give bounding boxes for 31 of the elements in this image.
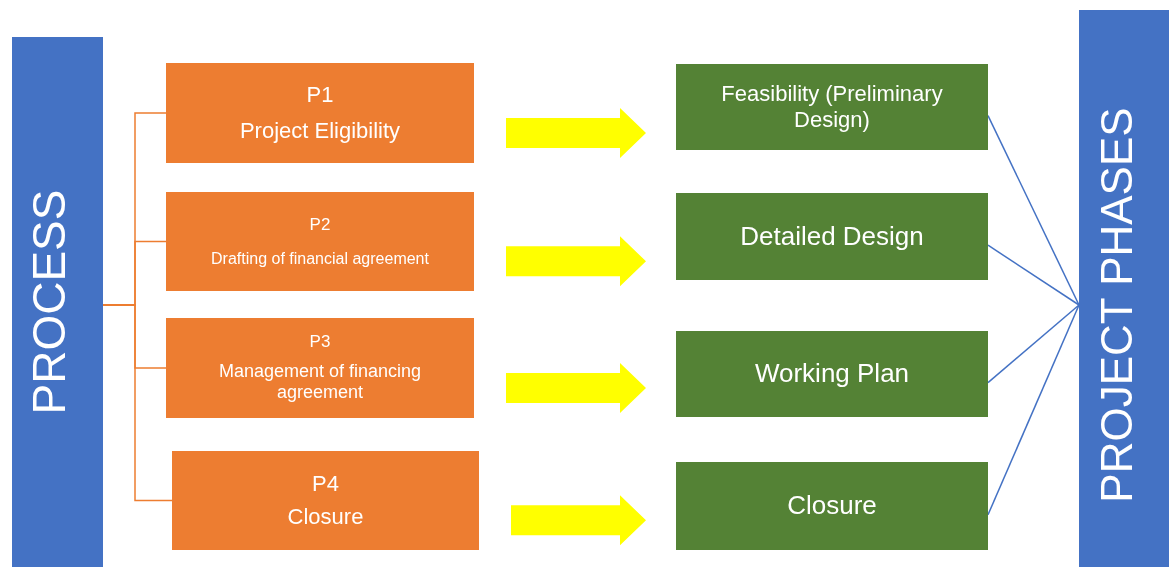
block-arrow [506, 236, 646, 287]
process-box [166, 318, 474, 418]
connector-line [102, 304, 173, 502]
band-title: PROJECT PHASES [1094, 107, 1139, 503]
box-label: Detailed Design [740, 220, 924, 253]
step-number: P1 [306, 81, 334, 108]
process-box [172, 451, 479, 550]
connector-line [987, 304, 1080, 384]
box-label: Drafting of financial agreement [211, 249, 429, 269]
vertical-band [1079, 10, 1169, 567]
block-arrow [506, 363, 646, 413]
process-box [676, 331, 988, 417]
box-label: Closure [287, 503, 364, 530]
vertical-band [12, 37, 103, 567]
process-box [166, 63, 474, 163]
process-box [676, 462, 988, 550]
step-number: P2 [309, 214, 331, 236]
connector-line [987, 244, 1080, 306]
process-box [676, 64, 988, 150]
block-arrow [511, 495, 646, 546]
box-label: Working Plan [754, 358, 910, 390]
box-label: Feasibility (Preliminary Design) [720, 80, 944, 134]
step-number: P4 [312, 471, 339, 498]
band-title: PROCESS [26, 189, 73, 415]
box-label: Project Eligibility [239, 118, 401, 145]
step-number: P3 [309, 332, 331, 353]
process-box [166, 192, 474, 291]
block-arrow [506, 108, 646, 158]
box-label: Closure [787, 490, 877, 522]
box-label: Management of financing agreement [217, 360, 423, 404]
process-box [676, 193, 988, 280]
